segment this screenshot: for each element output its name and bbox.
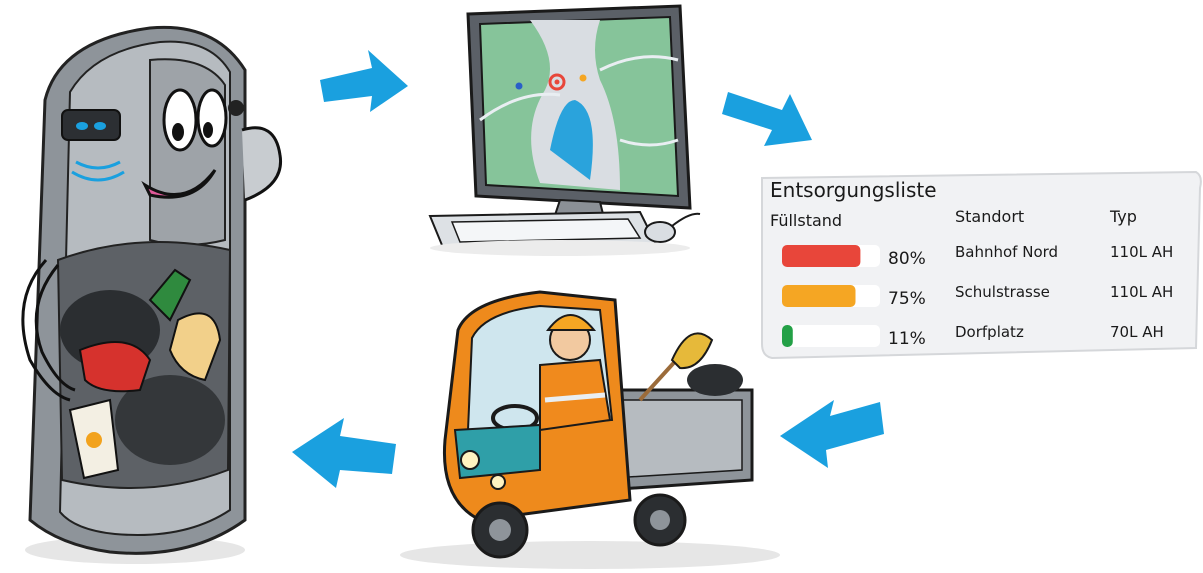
arrow-truck-to-bin [292,418,396,488]
list-rows: 80% Bahnhof Nord 110L AH 75% Schulstrasse 110… [782,243,1173,349]
location-0: Bahnhof Nord [955,243,1058,261]
header-location: Standort [955,207,1024,226]
location-1: Schulstrasse [955,283,1050,301]
level-bar-fill-0 [782,245,861,267]
arrow-list-to-truck [780,400,884,468]
header-type: Typ [1109,207,1137,226]
garbage-truck-icon [400,290,780,569]
list-title: Entsorgungsliste [770,178,937,202]
level-label-0: 80% [888,249,926,269]
level-bar-track-2 [782,325,880,347]
level-bar-fill-2 [782,325,793,347]
location-2: Dorfplatz [955,323,1024,341]
type-2: 70L AH [1110,323,1164,341]
smart-waste-bin-icon [21,25,283,564]
disposal-list-card: Entsorgungsliste Füllstand Standort Typ … [761,170,1202,360]
header-level: Füllstand [770,211,842,230]
level-label-2: 11% [888,329,926,349]
computer-map-icon [428,4,701,256]
type-1: 110L AH [1110,283,1173,301]
arrow-bin-to-computer [320,50,408,112]
type-0: 110L AH [1110,243,1173,261]
level-label-1: 75% [888,289,926,309]
arrow-computer-to-list [722,92,812,146]
level-bar-fill-1 [782,285,856,307]
